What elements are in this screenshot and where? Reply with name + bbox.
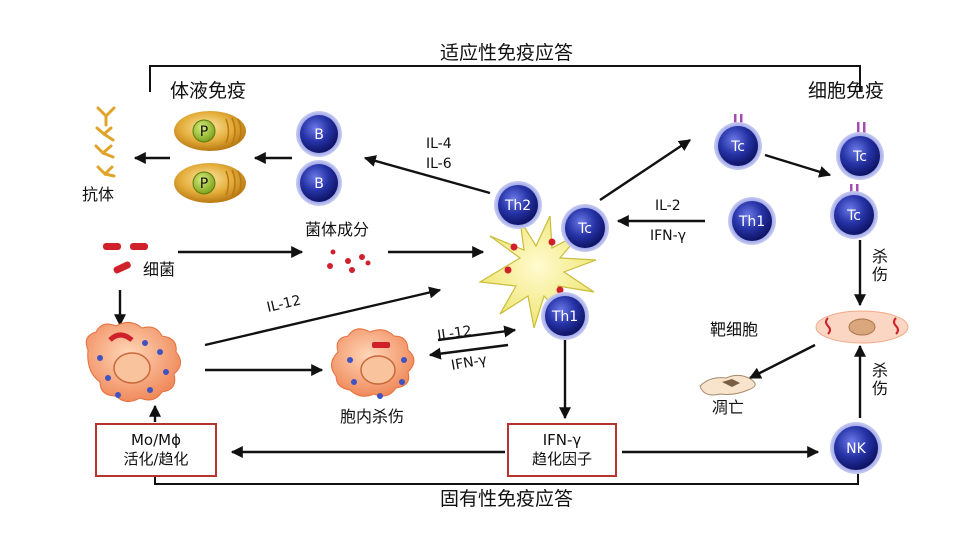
- bacteria-icon: [103, 243, 148, 274]
- il4-label: IL-4: [426, 136, 452, 152]
- il6-label: IL-6: [426, 156, 452, 172]
- mo-box-line1: Mo/Mϕ: [130, 430, 181, 449]
- b-cell-top: [296, 111, 342, 157]
- adaptive-response-title: 适应性免疫应答: [440, 42, 574, 64]
- humoral-immunity-title: 体液免疫: [170, 80, 247, 102]
- tc-cell-label: Tc: [577, 221, 592, 237]
- b-cell-label: B: [314, 127, 324, 143]
- th1-cell-dc: [541, 292, 589, 340]
- antibody-icon: [95, 126, 115, 142]
- bacterial-components-icon: [327, 249, 371, 273]
- plasma-cell-label: P: [200, 176, 208, 192]
- tc-cell-label: Tc: [846, 208, 861, 224]
- ifn-chemokine-box: IFN-γ 趋化因子: [507, 423, 617, 477]
- target-cell-label: 靶细胞: [710, 320, 759, 339]
- antibody-label: 抗体: [82, 185, 115, 204]
- tc-cell-label: Tc: [730, 139, 745, 155]
- plasma-cell-top: [174, 111, 246, 151]
- th1-cell-right: [728, 197, 776, 245]
- arrow-il12-to-th1: [437, 325, 517, 342]
- th1-cell-label: Th1: [551, 309, 578, 325]
- kill-label-bottom: 杀伤: [869, 362, 888, 398]
- plasma-cell-label: P: [200, 124, 208, 140]
- arrow-th2-to-b: [363, 155, 491, 195]
- tc-cell-right-bottom: [830, 184, 878, 239]
- ifn-box-line2: 趋化因子: [531, 450, 592, 468]
- arrow-dc-to-tc-top: [599, 139, 691, 201]
- adaptive-bracket: [149, 65, 861, 92]
- th2-cell: [494, 181, 542, 229]
- nk-cell-label: NK: [846, 441, 866, 457]
- arrow-ifn-to-macrophage: [428, 343, 509, 360]
- antibody-icon: [96, 106, 116, 127]
- macrophage-cell: [85, 322, 181, 402]
- macrophage-killing-cell: [331, 328, 415, 399]
- ifn-label-mid: IFN-γ: [450, 352, 488, 374]
- antibody-icon: [96, 165, 116, 178]
- b-cell-bottom: [296, 160, 342, 206]
- tc-cell-dc: [561, 204, 609, 252]
- th1-cell-label: Th1: [738, 214, 765, 230]
- plasma-cell-bottom: [174, 163, 246, 203]
- th2-cell-label: Th2: [504, 198, 531, 214]
- il2-label: IL-2: [655, 198, 681, 214]
- b-cell-label: B: [314, 176, 324, 192]
- arrow-macrophage-il12-to-dc: [204, 286, 442, 347]
- antibody-group: [94, 106, 116, 178]
- antibody-icon: [94, 144, 115, 159]
- ifn-box-line1: IFN-γ: [542, 430, 582, 449]
- tc-cell-label: Tc: [852, 149, 867, 165]
- dendritic-cell: [478, 215, 597, 329]
- il12-label-left: IL-12: [265, 293, 302, 316]
- mo-activation-box: Mo/Mϕ 活化/趋化: [95, 423, 217, 477]
- arrow-tc-to-tc: [764, 153, 832, 178]
- nk-cell: [830, 422, 882, 474]
- bacteria-label: 细菌: [143, 260, 176, 279]
- innate-bracket: [154, 468, 859, 485]
- tc-cell-top: [714, 114, 762, 170]
- mo-box-line2: 活化/趋化: [123, 450, 189, 468]
- bacterial-components-label: 菌体成分: [305, 220, 370, 239]
- cellular-immunity-title: 细胞免疫: [808, 80, 885, 102]
- innate-response-title: 固有性免疫应答: [440, 488, 574, 510]
- apoptosis-label: 凋亡: [712, 398, 745, 417]
- target-cell: [815, 310, 909, 344]
- kill-label-top: 杀伤: [869, 248, 888, 284]
- intracellular-kill-label: 胞内杀伤: [340, 407, 405, 426]
- tc-cell-right-top: [836, 122, 884, 180]
- apoptotic-cell: [699, 374, 756, 396]
- ifn-gamma-label: IFN-γ: [650, 228, 686, 244]
- arrow-target-to-apoptosis: [748, 343, 816, 380]
- il12-label-mid: IL-12: [436, 323, 472, 344]
